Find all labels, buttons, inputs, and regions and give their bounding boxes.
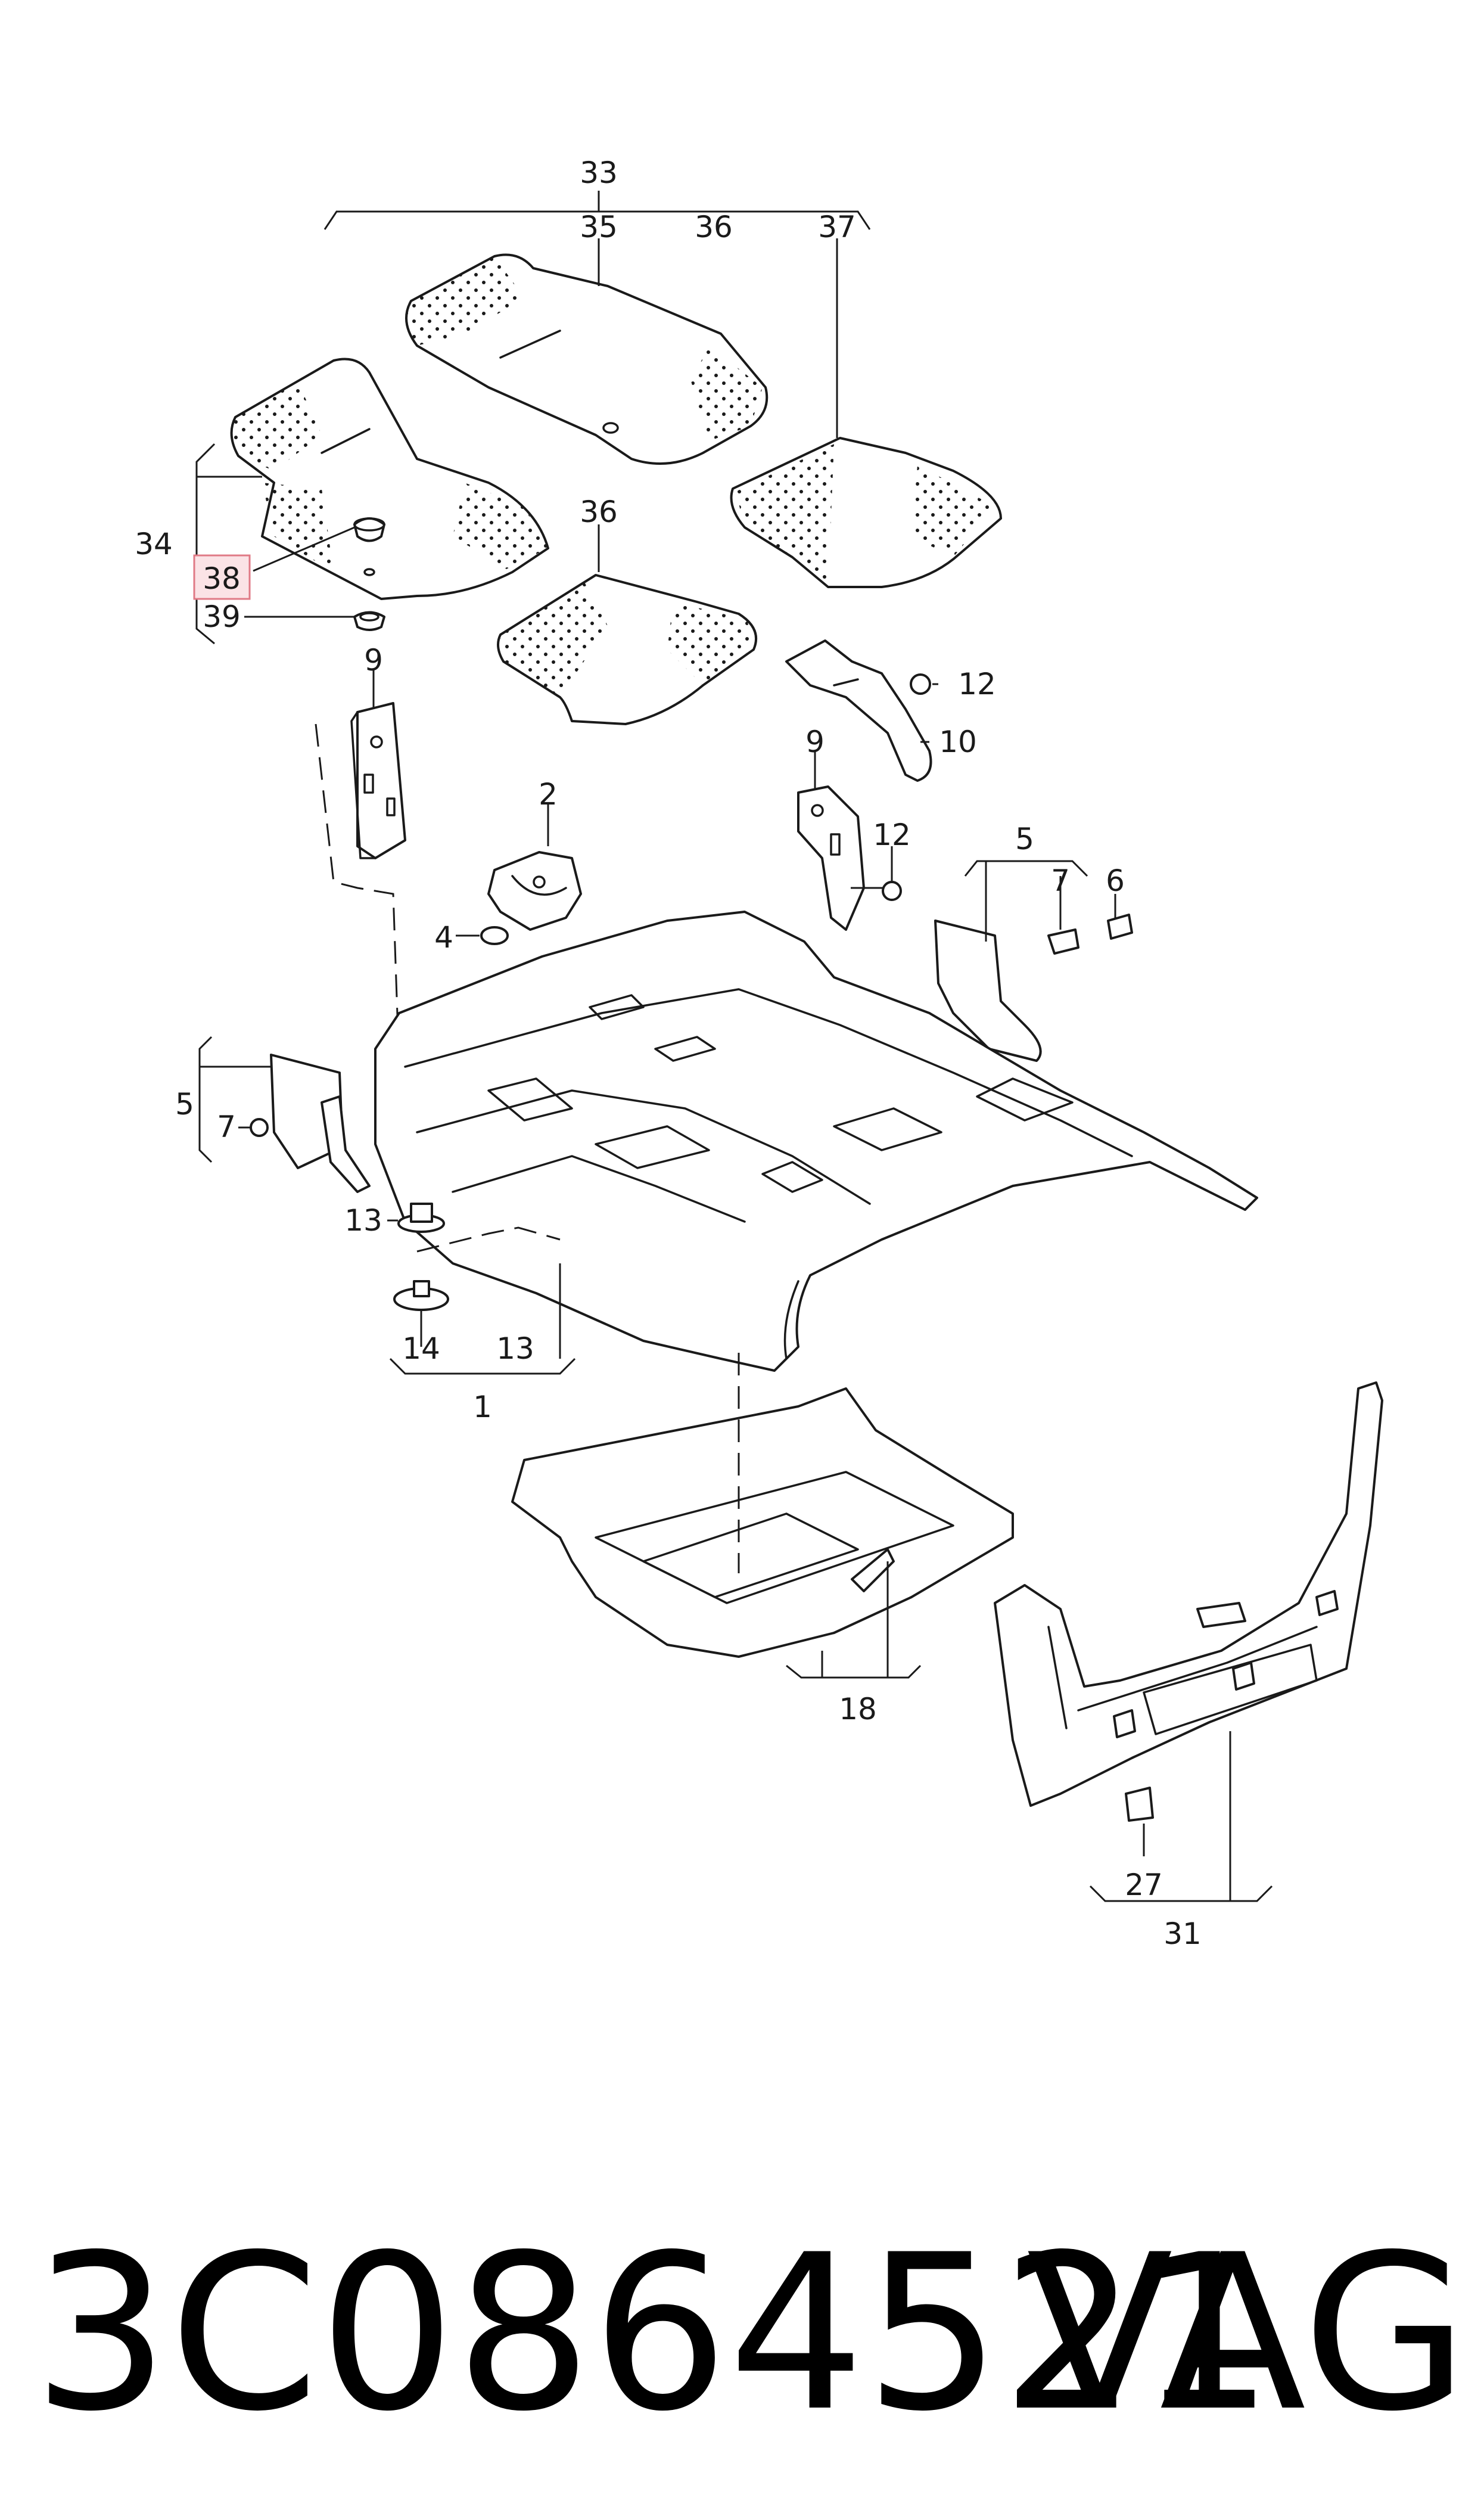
trim-panel-10	[785, 639, 932, 782]
callout-labels: 33 35 36 37 34 38 39 36 9 12 10 9 2 12 5…	[135, 156, 1202, 1951]
callout-5-right: 5	[1015, 822, 1034, 856]
floor-carpet-main	[374, 911, 1258, 1372]
bolt-12b	[882, 881, 902, 901]
rear-right-floor-mat	[730, 437, 1002, 588]
trim-panel-5-left	[270, 1054, 371, 1193]
clip-6	[1107, 914, 1133, 940]
callout-6: 6	[1106, 864, 1125, 898]
callout-31: 31	[1163, 1917, 1202, 1951]
callout-9-left: 9	[364, 643, 383, 678]
part-number-text: 3C0864521	[33, 2209, 1274, 2458]
callout-4: 4	[434, 920, 453, 955]
callout-37: 37	[818, 210, 856, 244]
brand-text: VAG	[1026, 2209, 1469, 2458]
callout-13-right: 13	[496, 1331, 534, 1366]
callout-34: 34	[135, 527, 173, 561]
callout-12-upper: 12	[958, 667, 996, 701]
clip-4	[480, 926, 509, 945]
front-left-floor-mat	[230, 358, 549, 600]
callout-27: 27	[1125, 1868, 1163, 1902]
mat-fastener-clip	[353, 517, 385, 631]
callout-5-left: 5	[175, 1087, 194, 1122]
callout-2: 2	[539, 777, 558, 812]
rear-trim-panel	[994, 1381, 1383, 1807]
callout-1: 1	[473, 1390, 492, 1424]
callout-7-left: 7	[217, 1110, 236, 1144]
rear-left-floor-mat	[497, 574, 757, 725]
grommet-13	[397, 1203, 445, 1233]
callout-38: 38	[203, 561, 241, 596]
callout-33: 33	[580, 156, 618, 190]
callout-18: 18	[839, 1692, 877, 1726]
bolt-12a	[910, 673, 931, 695]
callout-7-right: 7	[1051, 864, 1070, 898]
callout-12-lower: 12	[873, 818, 911, 852]
callout-13-left: 13	[344, 1203, 382, 1238]
callout-35: 35	[580, 210, 618, 244]
leader-lines	[195, 191, 1273, 1902]
bracket-left	[350, 702, 406, 859]
callout-10: 10	[939, 725, 977, 759]
clip-27	[1125, 1787, 1154, 1822]
bracket-9-right	[797, 785, 865, 931]
callout-39: 39	[203, 600, 241, 634]
callout-36-rear: 36	[580, 495, 618, 529]
highlight-box-38	[193, 554, 251, 600]
bracket-center	[487, 851, 582, 931]
callout-36: 36	[695, 210, 733, 244]
callout-14: 14	[402, 1331, 440, 1366]
pad-14	[393, 1280, 449, 1311]
callout-9-right: 9	[805, 725, 825, 759]
clip-7-right	[1047, 928, 1079, 955]
rear-floor-insert	[511, 1387, 1014, 1658]
clip-7-left	[250, 1118, 269, 1137]
front-right-floor-mat	[405, 253, 769, 465]
